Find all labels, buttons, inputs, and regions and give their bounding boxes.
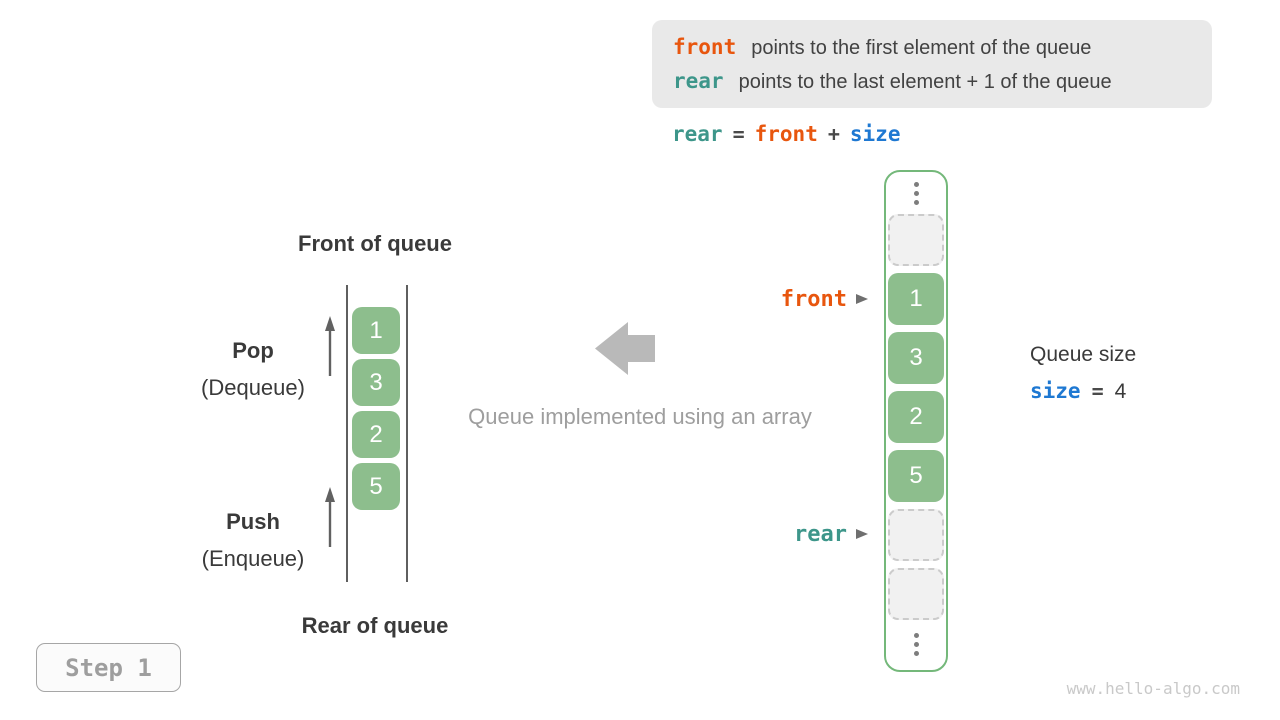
array-cell-value: 2 [909,403,923,430]
front-pointer: front [660,286,868,312]
array-cell [888,214,944,266]
step-badge: Step 1 [36,643,181,692]
pop-subtitle: (Dequeue) [201,375,305,400]
rear-pointer-label: rear [794,521,847,547]
queue-element: 5 [352,463,400,510]
queue-channel-right-line [406,285,408,582]
formula: rear = front + size [672,122,900,146]
front-description: points to the first element of the queue [751,36,1092,59]
pop-label: Pop (Dequeue) [158,332,348,406]
push-label: Push (Enqueue) [158,503,348,577]
push-subtitle: (Enqueue) [201,546,305,571]
size-equals: = [1091,379,1104,403]
ellipsis-bottom-icon [886,633,946,656]
legend-line-front: front points to the first element of the… [673,35,1212,60]
queue-element: 2 [352,411,400,458]
rear-of-queue-label: Rear of queue [301,613,449,638]
front-keyword: front [673,34,737,59]
queue-channel-left-line [346,285,348,582]
formula-rear: rear [672,122,723,146]
legend-box: front points to the first element of the… [652,20,1212,108]
ellipsis-top-icon [886,182,946,205]
array-cell [888,509,944,561]
formula-plus: + [827,122,840,146]
array-cell: 5 [888,450,944,502]
queue-element: 1 [352,307,400,354]
queue-element-value: 5 [369,472,383,500]
queue-element-value: 2 [369,420,383,448]
push-title: Push [226,509,280,534]
rear-pointer: rear [660,521,868,547]
size-value: 4 [1114,380,1127,403]
front-of-queue-label: Front of queue [298,231,452,256]
queue-element-value: 1 [369,316,383,344]
center-caption: Queue implemented using an array [468,404,812,429]
array-cell: 3 [888,332,944,384]
watermark: www.hello-algo.com [1066,679,1240,698]
formula-front: front [754,122,818,146]
rear-description: points to the last element + 1 of the qu… [738,70,1112,93]
rear-pointer-arrow-icon [856,529,868,539]
push-up-arrow-icon [325,487,335,547]
array-cell-value: 1 [909,285,923,312]
queue-element-value: 3 [369,368,383,396]
queue-size-equation: size = 4 [1030,379,1136,404]
pop-up-arrow-icon [325,316,335,376]
array-cell-value: 5 [909,462,923,489]
queue-size-block: Queue size size = 4 [1030,343,1136,404]
queue-element-stack: 1 3 2 5 [352,307,400,510]
array-panel: 1 3 2 5 [884,170,948,672]
left-block-arrow-icon [595,322,655,375]
array-cell: 2 [888,391,944,443]
rear-keyword: rear [673,68,724,93]
formula-equals: = [732,122,745,146]
array-cell [888,568,944,620]
queue-element: 3 [352,359,400,406]
array-cell-value: 3 [909,344,923,371]
legend-line-rear: rear points to the last element + 1 of t… [673,69,1212,94]
queue-size-title: Queue size [1030,343,1137,366]
front-pointer-arrow-icon [856,294,868,304]
formula-size: size [849,122,901,146]
pop-title: Pop [232,338,274,363]
array-cell: 1 [888,273,944,325]
array-cells: 1 3 2 5 [886,214,946,620]
size-keyword: size [1030,379,1081,403]
front-pointer-label: front [780,286,847,312]
